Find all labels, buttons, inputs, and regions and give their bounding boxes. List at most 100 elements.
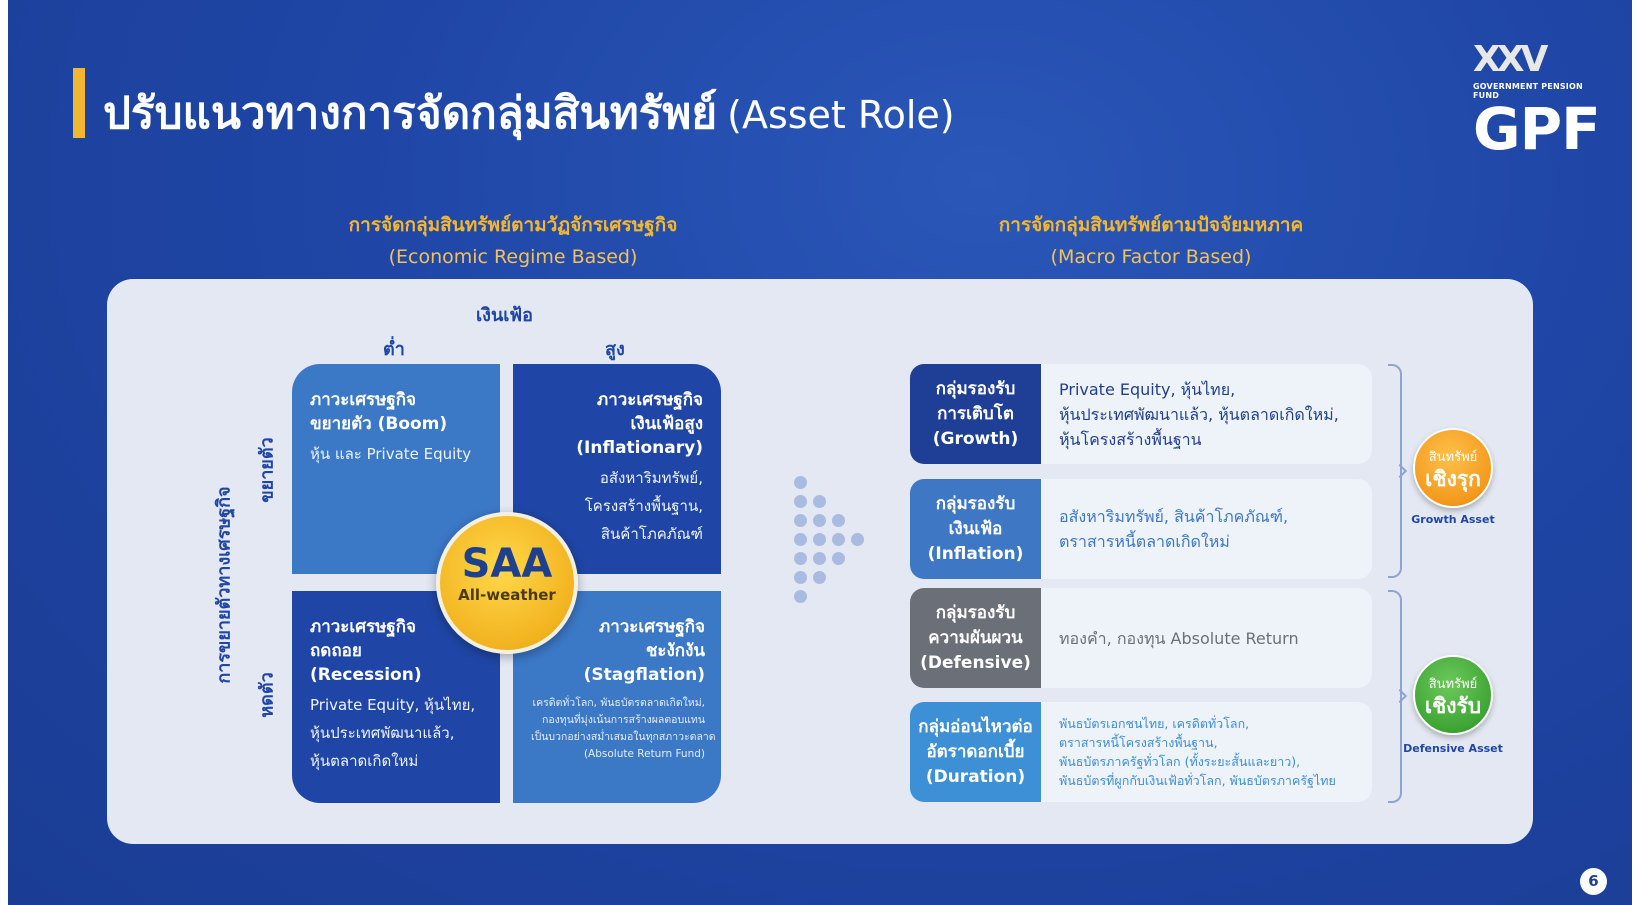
arrow-dot xyxy=(794,514,807,527)
defensive-brace xyxy=(1388,590,1402,803)
quadrant-body: Private Equity, หุ้นไทย, xyxy=(310,696,476,714)
factor-row: กลุ่มรองรับความผันผวน(Defensive)ทองคำ, ก… xyxy=(910,588,1372,688)
factor-asset-line: ตราสารหนี้โครงสร้างพื้นฐาน, xyxy=(1059,735,1218,750)
right-heading-thai: การจัดกลุ่มสินทรัพย์ตามปัจจัยมหภาค xyxy=(998,214,1304,236)
factor-label-line: (Growth) xyxy=(932,428,1019,449)
arrow-dot xyxy=(813,533,826,546)
saa-label: SAA xyxy=(461,541,553,587)
quadrant-body: สินค้าโภคภัณฑ์ xyxy=(600,525,703,543)
title-thai: ปรับแนวทางการจัดกลุ่มสินทรัพย์ xyxy=(103,88,718,139)
arrow-dot xyxy=(813,571,826,584)
arrow-dot xyxy=(794,495,807,508)
growth-asset-badge: สินทรัพย์ เชิงรุก xyxy=(1413,428,1493,508)
quadrant-body: เครดิตทั่วโลก, พันธบัตรตลาดเกิดใหม่, กอง… xyxy=(531,695,716,763)
page-number: 6 xyxy=(1580,868,1607,895)
quadrant-body-line: กองทุนที่มุ่งเน้นการสร้างผลตอบแทน xyxy=(541,714,705,726)
quadrant-heading: ขยายตัว (Boom) xyxy=(310,414,448,434)
factor-row: กลุ่มรองรับการเติบโต (Growth) Private Equi… xyxy=(910,364,1372,464)
factor-label-line: กลุ่มรองรับ xyxy=(935,602,1016,623)
factor-label-line: กลุ่มรองรับ xyxy=(935,378,1016,399)
title-accent-bar xyxy=(73,68,85,138)
axis-expand-label: ขยายตัว xyxy=(256,437,278,503)
factor-asset-line: พันธบัตรที่ผูกกับเงินเฟ้อทั่วโลก, พันธบั… xyxy=(1059,773,1336,788)
factor-label-line: (Duration) xyxy=(925,766,1026,787)
all-weather-label: All-weather xyxy=(458,586,556,604)
factor-asset-line: Private Equity, หุ้นไทย, xyxy=(1059,379,1236,399)
factor-asset-line: หุ้นประเทศพัฒนาแล้ว, หุ้นตลาดเกิดใหม่, xyxy=(1059,404,1339,424)
factor-label: กลุ่มรองรับเงินเฟ้อ (Inflation) xyxy=(910,479,1041,579)
logo-name: GPF xyxy=(1473,95,1601,163)
axis-contract-label: หดตัว xyxy=(256,672,278,718)
quadrant-body: โครงสร้างพื้นฐาน, xyxy=(584,497,703,515)
axis-low-label: ต่ำ xyxy=(383,339,405,360)
factor-label-line: การเติบโต xyxy=(937,403,1014,424)
factor-label-line: เงินเฟ้อ xyxy=(948,518,1003,539)
defensive-asset-caption: Defensive Asset xyxy=(1403,742,1503,755)
factor-row: กลุ่มรองรับเงินเฟ้อ (Inflation) อสังหาริมท… xyxy=(910,479,1372,579)
factor-label: กลุ่มอ่อนไหวต่ออัตราดอกเบี้ย (Duration) xyxy=(910,702,1041,802)
factor-assets: อสังหาริมทรัพย์, สินค้าโภคภัณฑ์, ตราสารหน… xyxy=(1041,479,1288,579)
factor-asset-line: พันธบัตรเอกชนไทย, เครดิตทั่วโลก, xyxy=(1059,716,1250,731)
arrow-dot xyxy=(851,533,864,546)
axis-high-label: สูง xyxy=(605,339,625,360)
saa-center-badge: SAA All-weather xyxy=(436,512,578,654)
quadrant-heading: ภาวะเศรษฐกิจ xyxy=(598,617,705,637)
defensive-asset-badge: สินทรัพย์ เชิงรับ xyxy=(1413,655,1493,735)
arrow-dot xyxy=(794,571,807,584)
factor-row: กลุ่มอ่อนไหวต่ออัตราดอกเบี้ย (Duration) พั… xyxy=(910,702,1372,802)
badge-line: เชิงรับ xyxy=(1424,694,1482,718)
quadrant-body: หุ้นประเทศพัฒนาแล้ว, xyxy=(310,724,455,742)
quadrant-body-line: เป็นบวกอย่างสม่ำเสมอในทุกสภาวะตลาด xyxy=(531,731,716,743)
arrow-dot xyxy=(794,590,807,603)
right-heading-english: (Macro Factor Based) xyxy=(1050,246,1252,268)
factor-label-line: (Inflation) xyxy=(927,543,1024,564)
logo-subtitle: GOVERNMENT PENSION FUND xyxy=(1473,82,1583,100)
page-title: ปรับแนวทางการจัดกลุ่มสินทรัพย์(Asset Rol… xyxy=(103,78,955,148)
factor-label-line: อัตราดอกเบี้ย xyxy=(926,741,1025,762)
factor-asset-line: ทองคำ, กองทุน Absolute Return xyxy=(1059,628,1299,648)
quadrant-heading: (Recession) xyxy=(310,665,422,685)
badge-line: เชิงรุก xyxy=(1425,467,1481,491)
factor-asset-line: ตราสารหนี้ตลาดเกิดใหม่ xyxy=(1059,532,1230,551)
factor-label-line: กลุ่มอ่อนไหวต่อ xyxy=(918,716,1033,737)
factor-label-line: กลุ่มรองรับ xyxy=(935,493,1016,514)
arrow-dot xyxy=(794,533,807,546)
growth-asset-caption: Growth Asset xyxy=(1411,513,1495,526)
left-heading-english: (Economic Regime Based) xyxy=(388,246,638,268)
arrow-dot xyxy=(794,552,807,565)
badge-line: สินทรัพย์ xyxy=(1428,677,1478,692)
quadrant-heading: ภาวะเศรษฐกิจ xyxy=(596,390,703,410)
factor-label: กลุ่มรองรับการเติบโต (Growth) xyxy=(910,364,1041,464)
factor-assets: ทองคำ, กองทุน Absolute Return xyxy=(1041,588,1299,688)
badge-line: สินทรัพย์ xyxy=(1428,450,1478,465)
quadrant-body-line: (Absolute Return Fund) xyxy=(583,748,705,760)
quadrant-heading: ภาวะเศรษฐกิจ xyxy=(310,390,417,410)
quadrant-heading: เงินเฟ้อสูง xyxy=(630,414,703,434)
logo-mark: XXV xyxy=(1473,39,1548,80)
factor-label: กลุ่มรองรับความผันผวน(Defensive) xyxy=(910,588,1041,688)
left-heading-thai: การจัดกลุ่มสินทรัพย์ตามวัฏจักรเศรษฐกิจ xyxy=(348,214,678,236)
quadrant-heading: ภาวะเศรษฐกิจ xyxy=(310,617,417,637)
quadrant-heading: (Stagflation) xyxy=(583,665,705,685)
gpf-logo: XXV GOVERNMENT PENSION FUND GPF xyxy=(1473,39,1603,163)
arrow-dot xyxy=(794,476,807,489)
quadrant-body: หุ้น และ Private Equity xyxy=(310,445,472,463)
growth-brace xyxy=(1388,364,1402,578)
quadrant-body: อสังหาริมทรัพย์, xyxy=(599,469,703,487)
factor-assets: พันธบัตรเอกชนไทย, เครดิตทั่วโลก, ตราสารหน… xyxy=(1041,702,1336,802)
axis-inflation-label: เงินเฟ้อ xyxy=(476,305,533,326)
factor-asset-line: อสังหาริมทรัพย์, สินค้าโภคภัณฑ์, xyxy=(1059,507,1289,526)
quadrant-heading: ถดถอย xyxy=(310,641,362,661)
arrow-dot xyxy=(832,514,845,527)
title-english: (Asset Role) xyxy=(727,93,955,137)
arrow-dot xyxy=(832,533,845,546)
factor-asset-line: พันธบัตรภาครัฐทั่วโลก (ทั้งระยะสั้นและยา… xyxy=(1059,754,1301,769)
factor-label-line: ความผันผวน xyxy=(928,627,1023,648)
right-section-heading: การจัดกลุ่มสินทรัพย์ตามปัจจัยมหภาค (Macr… xyxy=(891,210,1411,268)
slide: ปรับแนวทางการจัดกลุ่มสินทรัพย์(Asset Rol… xyxy=(8,0,1632,905)
arrow-dot xyxy=(813,552,826,565)
arrow-dot xyxy=(813,514,826,527)
factor-asset-line: หุ้นโครงสร้างพื้นฐาน xyxy=(1059,429,1202,449)
quadrant-heading: ชะงักงัน xyxy=(645,641,705,661)
quadrant-body: หุ้นตลาดเกิดใหม่ xyxy=(310,752,419,770)
